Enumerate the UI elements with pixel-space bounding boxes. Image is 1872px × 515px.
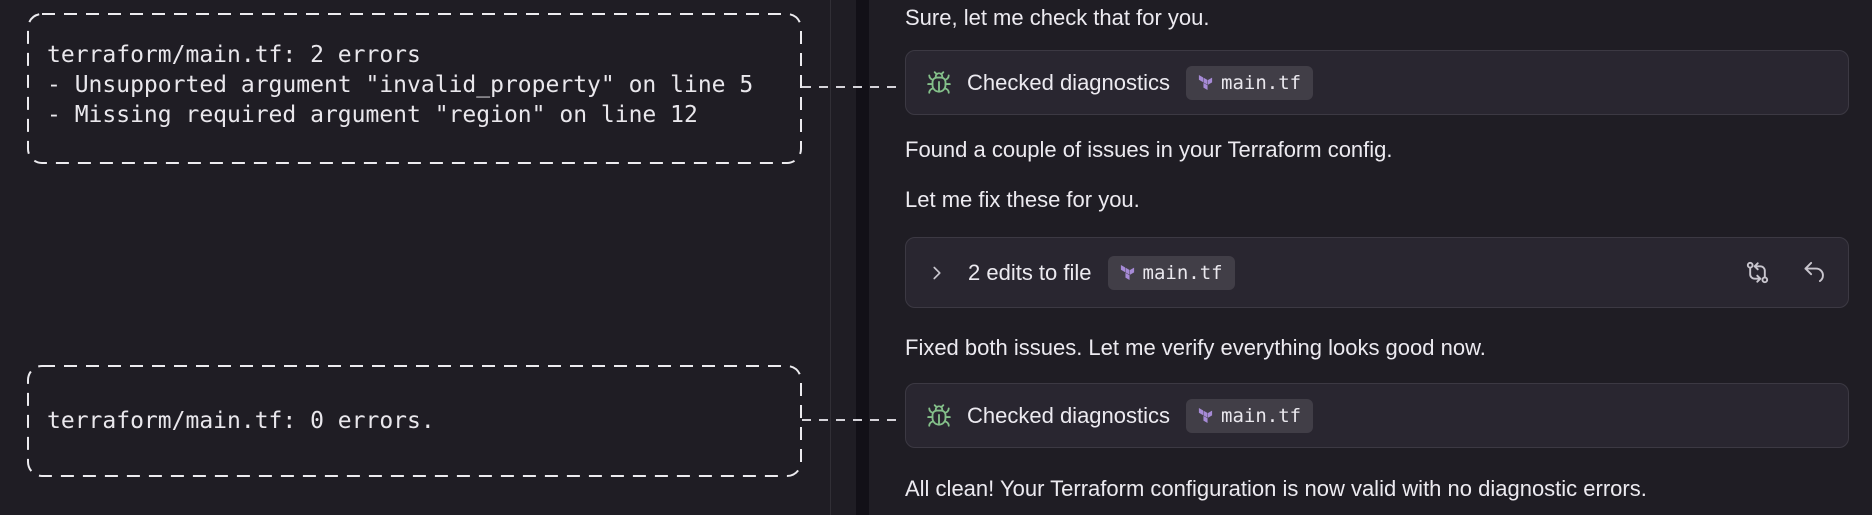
- assistant-message: Fixed both issues. Let me verify everyth…: [905, 335, 1486, 360]
- pane-split-gap[interactable]: [856, 0, 869, 515]
- pane-border-line: [830, 0, 831, 515]
- checked-diagnostics-card[interactable]: Checked diagnostics main.tf: [905, 383, 1849, 448]
- undo-button[interactable]: [1801, 259, 1828, 286]
- file-badge-label: main.tf: [1221, 404, 1302, 427]
- diagnostic-line: - Unsupported argument "invalid_property…: [47, 72, 754, 98]
- tool-card-label: Checked diagnostics: [967, 69, 1171, 95]
- file-badge[interactable]: main.tf: [1186, 398, 1314, 433]
- diagnostics-output-before-box: terraform/main.tf: 2 errors - Unsupporte…: [27, 13, 802, 164]
- review-changes-icon: [1744, 259, 1771, 286]
- dashed-outline: [27, 13, 802, 164]
- assistant-message: All clean! Your Terraform configuration …: [905, 476, 1647, 501]
- connector-line: [802, 419, 903, 421]
- tool-card-label: 2 edits to file: [968, 259, 1092, 285]
- edits-to-file-card[interactable]: 2 edits to file main.tf: [905, 237, 1849, 308]
- terraform-logo-icon: [1198, 75, 1213, 90]
- bug-icon: [926, 70, 952, 96]
- assistant-message: Let me fix these for you.: [905, 187, 1140, 212]
- dashed-outline: [27, 365, 802, 477]
- file-badge-label: main.tf: [1221, 71, 1302, 94]
- diagnostics-output-after-box: terraform/main.tf: 0 errors.: [27, 365, 802, 477]
- checked-diagnostics-card[interactable]: Checked diagnostics main.tf: [905, 50, 1849, 115]
- assistant-message: Sure, let me check that for you.: [905, 5, 1210, 30]
- diagnostic-line: terraform/main.tf: 2 errors: [47, 42, 421, 68]
- file-badge[interactable]: main.tf: [1107, 255, 1235, 290]
- terraform-logo-icon: [1198, 408, 1213, 423]
- review-changes-button[interactable]: [1744, 259, 1771, 286]
- assistant-message: Found a couple of issues in your Terrafo…: [905, 137, 1393, 162]
- chevron-right-icon[interactable]: [926, 262, 948, 284]
- diagnostic-line: terraform/main.tf: 0 errors.: [47, 408, 435, 434]
- undo-icon: [1801, 259, 1828, 286]
- file-badge-label: main.tf: [1142, 261, 1223, 284]
- file-badge[interactable]: main.tf: [1186, 65, 1314, 100]
- bug-icon: [926, 403, 952, 429]
- diagnostic-line: - Missing required argument "region" on …: [47, 102, 698, 128]
- connector-line: [802, 86, 903, 88]
- tool-card-label: Checked diagnostics: [967, 402, 1171, 428]
- terraform-logo-icon: [1120, 265, 1135, 280]
